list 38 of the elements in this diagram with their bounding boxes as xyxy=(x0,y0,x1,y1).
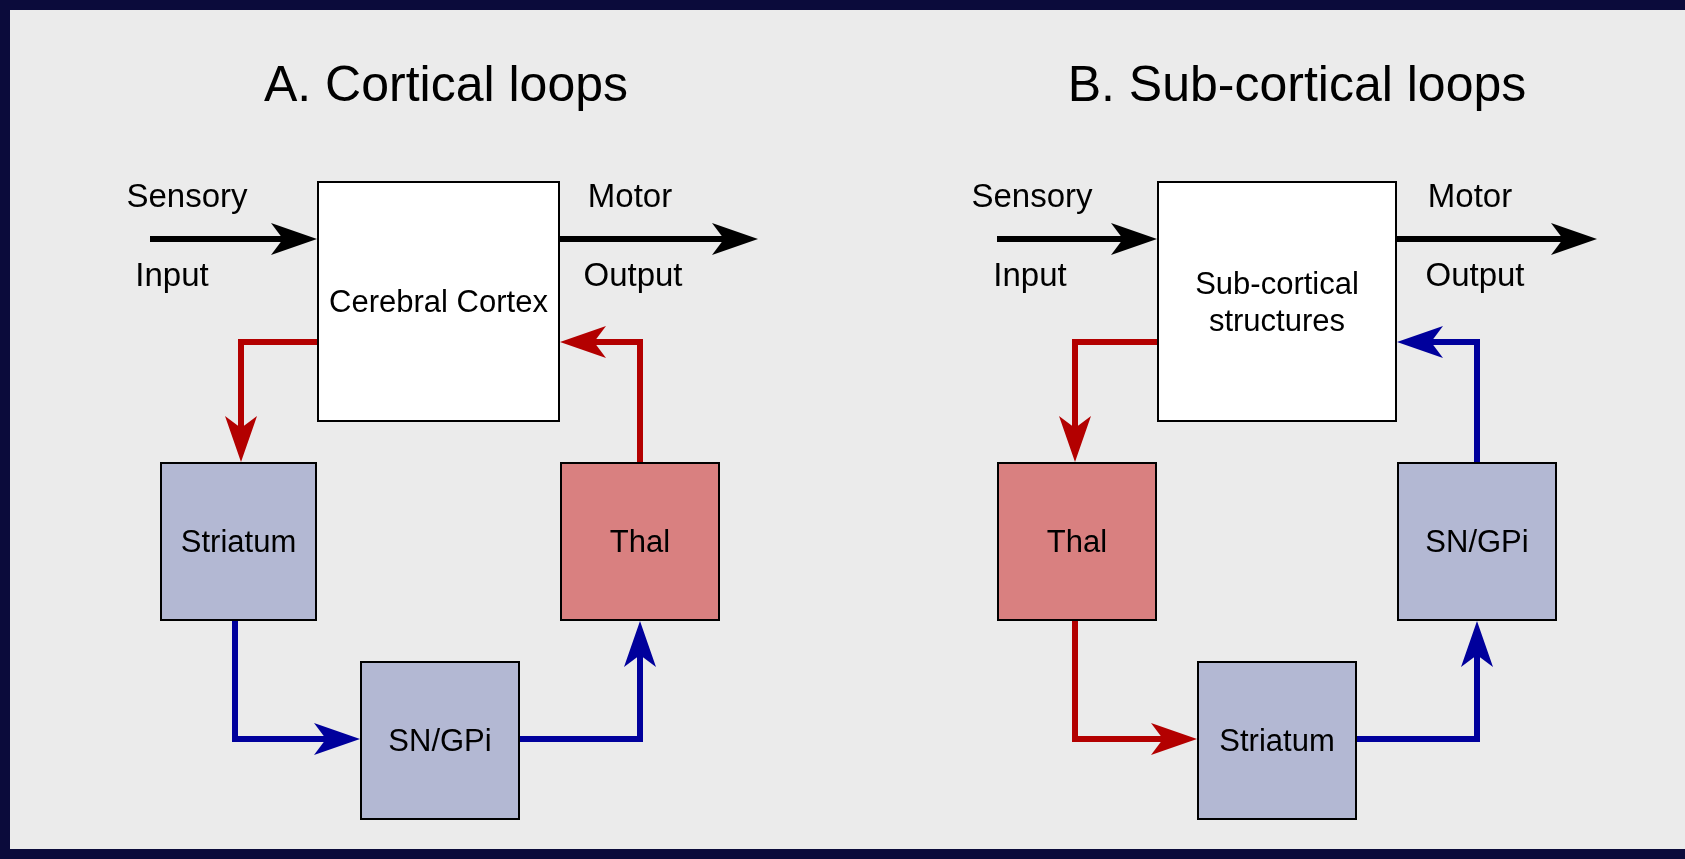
arrow-label: Sensory xyxy=(126,178,248,212)
arrow-label: Motor xyxy=(1427,178,1513,212)
arrow-label: Motor xyxy=(587,178,673,212)
arrow xyxy=(1357,621,1493,742)
arrow xyxy=(997,223,1157,255)
arrow xyxy=(560,326,643,462)
node-label: Thal xyxy=(609,523,671,560)
process-box xyxy=(317,181,560,422)
panel-title: B. Sub-cortical loops xyxy=(1067,59,1527,109)
arrow xyxy=(1397,326,1480,462)
arrow xyxy=(1072,621,1197,755)
arrow-label: Output xyxy=(583,257,683,291)
process-box xyxy=(1157,181,1397,422)
arrow-label: Sensory xyxy=(971,178,1093,212)
node-label: Thal xyxy=(1046,523,1108,560)
node-label: Cerebral Cortex xyxy=(329,283,548,320)
process-box xyxy=(997,462,1157,621)
process-box xyxy=(360,661,520,820)
arrow xyxy=(225,339,317,462)
process-box xyxy=(560,462,720,621)
arrow xyxy=(520,621,656,742)
arrow xyxy=(1059,339,1157,462)
arrow xyxy=(560,223,758,255)
process-box xyxy=(1197,661,1357,820)
node-label: Striatum xyxy=(1219,722,1335,759)
arrow xyxy=(1397,223,1597,255)
node-label: SN/GPi xyxy=(1425,523,1529,560)
process-box xyxy=(160,462,317,621)
arrow-label: Output xyxy=(1425,257,1525,291)
arrow-label: Input xyxy=(135,257,209,291)
panel-title: A. Cortical loops xyxy=(264,59,628,109)
process-box xyxy=(1397,462,1557,621)
arrow-label: Input xyxy=(993,257,1067,291)
arrow xyxy=(232,621,360,755)
node-label: Striatum xyxy=(180,523,297,560)
node-label: Sub-cortical structures xyxy=(1194,264,1360,339)
arrow xyxy=(150,223,317,255)
node-label: SN/GPi xyxy=(388,722,492,759)
